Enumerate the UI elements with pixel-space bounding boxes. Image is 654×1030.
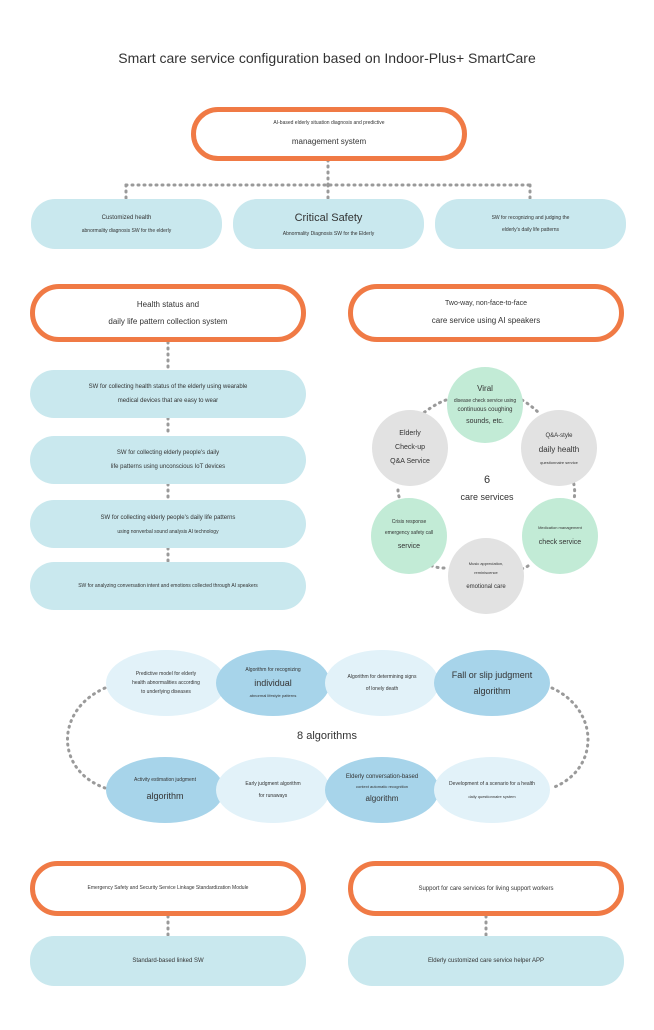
standardization-module-text: Emergency Safety and Security Service Li… [87, 885, 249, 891]
care-qa-l3: questionnaire service [540, 459, 578, 465]
care-crisis-response: Crisis response emergency safety call se… [371, 498, 447, 574]
algorithm-lonely-death: Algorithm for determining signs of lonel… [325, 650, 439, 716]
health-item-2-line1: SW for collecting elderly people's daily [116, 450, 220, 456]
care-checkup-l3: Q&A Service [390, 458, 430, 465]
care-qa-l1: Q&A-style [545, 432, 573, 439]
ai-speaker-box: Two-way, non-face-to-face care service u… [348, 284, 624, 342]
care-emotional-l2: reminiscence [474, 570, 498, 575]
alg-bot-3-l1: Elderly conversation-based [345, 774, 419, 780]
alg-bot-1-l2: algorithm [146, 791, 184, 801]
care-checkup-l1: Elderly [399, 430, 421, 437]
alg-top-2-l3: abnormal lifestyle patterns [249, 693, 297, 698]
alg-top-2-l1: Algorithm for recognizing [245, 667, 301, 673]
health-collection-line1: Health status and [136, 299, 200, 309]
alg-top-1-l2: health abnormalities according [132, 679, 200, 686]
health-item-1: SW for collecting health status of the e… [30, 370, 306, 418]
page-title: Smart care service configuration based o… [118, 50, 536, 66]
care-emotional-l1: Music appreciation, [468, 561, 504, 566]
alg-top-1-l1: Predictive model for elderly [135, 670, 197, 677]
health-item-3-line2: using nonverbal sound analysis AI techno… [117, 528, 219, 535]
care-services-count: 6 [483, 474, 491, 486]
health-collection-box: Health status and daily life pattern col… [30, 284, 306, 342]
helper-app: Elderly customized care service helper A… [348, 936, 624, 986]
health-item-4: SW for analyzing conversation intent and… [30, 562, 306, 610]
algorithm-questionnaire-scenario: Development of a scenario for a health d… [434, 757, 550, 823]
helper-app-text: Elderly customized care service helper A… [427, 958, 545, 964]
support-workers-box: Support for care services for living sup… [348, 861, 624, 916]
algorithm-activity-estimation: Activity estimation judgment algorithm [106, 757, 224, 823]
alg-top-4-l2: algorithm [473, 686, 511, 696]
alg-bot-4-l1: Development of a scenario for a health [449, 780, 535, 787]
care-viral-l4: sounds, etc. [466, 418, 504, 425]
health-abnormality-line2: abnormality diagnosis SW for the elderly [81, 228, 172, 234]
health-abnormality-sw: Customized health abnormality diagnosis … [31, 199, 222, 249]
care-crisis-l1: Crisis response [391, 519, 427, 525]
care-elderly-checkup: Elderly Check-up Q&A Service [372, 410, 448, 486]
alg-top-2-l2: individual [254, 678, 292, 688]
health-item-2-line2: life patterns using unconscious IoT devi… [110, 464, 226, 470]
alg-bot-4-l2: daily questionnaire system [468, 793, 516, 799]
daily-pattern-line2: elderly's daily life patterns [501, 226, 560, 233]
care-medication-check: Medication management check service [522, 498, 598, 574]
alg-top-3-l2: of lonely death [365, 685, 399, 692]
algorithm-runaways: Early judgment algorithm for runaways [216, 757, 330, 823]
standardization-module-box: Emergency Safety and Security Service Li… [30, 861, 306, 916]
care-viral-l3: continuous coughing [457, 407, 513, 413]
care-viral-l1: Viral [477, 384, 493, 393]
care-emotional: Music appreciation, reminiscence emotion… [448, 538, 524, 614]
support-workers-text: Support for care services for living sup… [418, 885, 554, 892]
health-item-3: SW for collecting elderly people's daily… [30, 500, 306, 548]
critical-safety-line2: Abnormality Diagnosis SW for the Elderly [282, 230, 375, 237]
critical-safety-sw: Critical Safety Abnormality Diagnosis SW… [233, 199, 424, 249]
alg-bot-2-l2: for runaways [258, 792, 288, 799]
standard-linked-sw: Standard-based linked SW [30, 936, 306, 986]
care-qa-l2: daily health [538, 444, 580, 454]
alg-bot-3-l3: algorithm [365, 794, 399, 803]
care-services-label: care services [460, 492, 514, 502]
daily-pattern-line1: SW for recognizing and judging the [491, 214, 570, 221]
care-med-l2: check service [538, 538, 582, 546]
diagnosis-system-box: AI-based elderly situation diagnosis and… [191, 107, 467, 161]
health-item-1-line1: SW for collecting health status of the e… [88, 384, 248, 390]
alg-bot-1-l1: Activity estimation judgment [134, 777, 196, 783]
algorithm-conversation-context: Elderly conversation-based context autom… [325, 757, 439, 823]
health-collection-line2: daily life pattern collection system [108, 316, 228, 326]
alg-bot-2-l1: Early judgment algorithm [245, 780, 301, 787]
care-qa-daily-health: Q&A-style daily health questionnaire ser… [521, 410, 597, 486]
algorithm-fall-slip: Fall or slip judgment algorithm [434, 650, 550, 716]
diagnosis-system-line2: management system [291, 136, 367, 146]
health-item-1-line2: medical devices that are easy to wear [117, 398, 219, 404]
care-services-center: 6 care services [442, 472, 532, 504]
standard-linked-sw-text: Standard-based linked SW [132, 958, 204, 964]
care-med-l1: Medication management [538, 524, 582, 530]
alg-bot-3-l2: context automatic recognition [355, 784, 409, 789]
health-item-4-line1: SW for analyzing conversation intent and… [78, 582, 258, 589]
care-crisis-l3: service [397, 543, 421, 550]
ai-speaker-line1: Two-way, non-face-to-face [445, 300, 527, 307]
diagnosis-system-line1: AI-based elderly situation diagnosis and… [273, 119, 385, 126]
ai-speaker-line2: care service using AI speakers [431, 316, 541, 325]
daily-pattern-sw: SW for recognizing and judging the elder… [435, 199, 626, 249]
health-item-2: SW for collecting elderly people's daily… [30, 436, 306, 484]
alg-top-3-l1: Algorithm for determining signs [347, 673, 417, 680]
alg-top-1-l3: to underlying diseases [141, 688, 191, 695]
algorithms-label: 8 algorithms [297, 730, 357, 742]
health-item-3-line1: SW for collecting elderly people's daily… [100, 514, 236, 521]
care-crisis-l2: emergency safety call [384, 530, 434, 536]
care-viral-l2: disease check service using [453, 398, 517, 404]
algorithm-lifestyle-patterns: Algorithm for recognizing individual abn… [216, 650, 330, 716]
care-checkup-l2: Check-up [395, 444, 425, 451]
critical-safety-line1: Critical Safety [294, 211, 363, 224]
alg-top-4-l1: Fall or slip judgment [451, 670, 533, 680]
care-emotional-l3: emotional care [466, 584, 506, 590]
care-viral-disease: Viral disease check service using contin… [447, 367, 523, 443]
algorithm-predictive-model: Predictive model for elderly health abno… [106, 650, 226, 716]
health-abnormality-line1: Customized health [101, 215, 152, 221]
